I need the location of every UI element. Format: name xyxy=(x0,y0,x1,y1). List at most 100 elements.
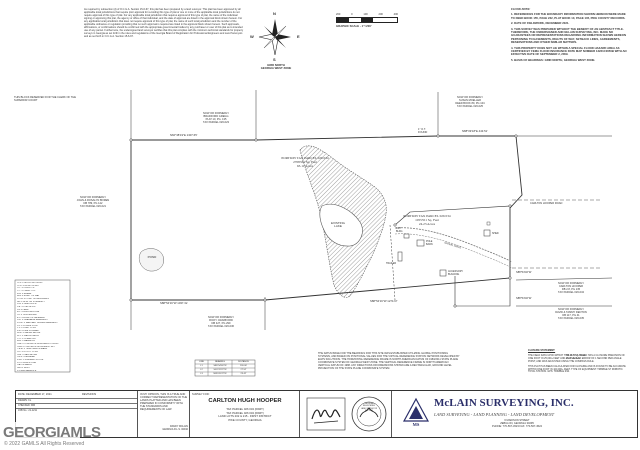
bearing-top-1: N60°38'19"E 1307.65' xyxy=(170,133,198,137)
legend-box xyxy=(14,279,71,373)
table-row: L1 S88°54'46"W 130.00' xyxy=(195,364,255,368)
bearing-mid-1: S88°54'46"W xyxy=(516,271,532,274)
scale-tick-3: 200 xyxy=(378,13,383,16)
table-cell: 130.00' xyxy=(239,365,248,367)
legend-item: C/L = CENTERLINE xyxy=(17,313,37,316)
label-shed: SHED xyxy=(492,232,499,235)
title-block-certification: IN MY OPINION, THIS IS A TRUE AND CORREC… xyxy=(138,391,190,437)
note-4: 4. THIS PROPERTY DOES NOT LIE WITHIN A S… xyxy=(511,45,627,57)
south-letter: S xyxy=(273,57,276,62)
closure-statement: CLOSURE STATEMENT: THE FIELD DATA UPON W… xyxy=(528,349,628,374)
label-accessory-building: ACCESSORY BUILDING xyxy=(448,270,463,277)
owner-east-1: NOW OR FORMERLY CARLTON HOOPER DB 2.8, P… xyxy=(558,282,584,295)
closure-text: THE FIELD DATA UPON WHICH THIS PLAT IS B… xyxy=(528,353,625,363)
firm-services: LAND SURVEYING - LAND PLANNING - LAND DE… xyxy=(434,412,555,417)
parcel-third-label: 96117 Sq. Feet 2.21 Acres xyxy=(566,353,586,361)
legend-item: D.B. = DEED BOOK xyxy=(17,303,37,306)
legend-item: C.T. = CRIMP TOP xyxy=(17,289,36,292)
legend-item: N/F = NOW OR FORMERLY xyxy=(17,300,45,303)
table-cell: 27.52' xyxy=(240,369,247,371)
drawn-by: DRAWN: KL xyxy=(18,399,32,402)
legend-item: DROP INLET xyxy=(17,367,31,369)
title-block-client: SURVEY FOR: CARLTON HUGH HOOPER TAX PARC… xyxy=(190,391,300,437)
title-block: DATE: DECEMBER 17, 2021 REVISIONS DRAWN:… xyxy=(15,390,638,438)
line-table-col-distance: DISTANCE xyxy=(238,361,249,363)
georgia-mls-watermark: GEORGIAMLS © 2022 GAMLS All Rights Reser… xyxy=(0,422,101,450)
scale-label: GRAPHIC SCALE - 1"=200' xyxy=(336,24,372,28)
client-parcels: TAX PARCEL 026 034 (PART) TAX PARCEL 026… xyxy=(218,407,272,422)
table-cell: S88°54'46"W xyxy=(213,365,227,367)
legend-item: CMF = CONCRETE MONUMENT FOUND xyxy=(17,343,59,346)
parcel-second-label: PORTION TAX PARCEL 026 034 1055551 Sq. F… xyxy=(403,214,451,226)
table-cell: L2 xyxy=(200,369,203,371)
east-parcel-boundary xyxy=(454,276,511,307)
table-row: L3 N89°05'22"W 23.42' xyxy=(195,372,255,376)
datum-statement: THE DATUM BASE FOR THE BEARINGS FOR THIS… xyxy=(318,352,460,370)
legend-item: U.P. = UTILITY POLE xyxy=(17,351,39,354)
line-table-header: LINE BEARING DISTANCE xyxy=(195,360,255,364)
lake-label: EXISTING LAKE xyxy=(330,221,345,229)
firm-address: 6 MADISON STREET ZEBULON, GEORGIA 30295 … xyxy=(491,419,543,429)
firm-logo-icon: MS xyxy=(402,397,430,427)
title-block-seals: GEORGIA REGISTERED LAND SURVEYOR No. 291… xyxy=(300,391,392,437)
checked-by: CHECKED: MM xyxy=(18,404,36,407)
clerk-block-note: THIS BLOCK RESERVED FOR THE CLERK OF THE… xyxy=(14,96,76,103)
surveyor-name: RANDY MCLAIN GEORGIA R.L.S. #2910 xyxy=(162,425,188,432)
road-label: CARLTON HOOPER ROAD xyxy=(530,202,563,205)
legend-item: T.B.M. = TEMP. BENCH MARK xyxy=(17,348,48,351)
scale-tick-1: 0 xyxy=(351,13,353,16)
bearing-bottom-1: S88°54'16"W 1037.32 xyxy=(160,301,188,305)
scale-tick-4: 400 xyxy=(393,13,398,16)
legend-item: W.V. = WATER VALVE xyxy=(17,335,39,338)
parcel-main-label: PORTION TAX PARCEL 026 034 2708335 Sq. F… xyxy=(281,156,329,168)
legend-item: CMS = CONCRETE MONUMENT SET xyxy=(17,345,55,348)
title-block-revisions: DATE: DECEMBER 17, 2021 REVISIONS DRAWN:… xyxy=(16,391,138,437)
table-cell: S03°31'22"W xyxy=(213,369,227,371)
scale-tick-0: 200 xyxy=(336,13,341,16)
legend-item: S.S.E. = SANITARY SEWER EASEMENT xyxy=(17,321,58,324)
bearing-mid-2: S88°54'46"W xyxy=(516,297,532,300)
owner-northeast: NOW OR FORMERLY SUSAN MOELLER DEED BOOK … xyxy=(455,96,485,109)
bearing-top-2: N88°09'18"E 443.51' xyxy=(462,129,488,133)
pond-label: POND xyxy=(147,255,157,259)
west-letter: W xyxy=(250,34,254,39)
legend-item: I.P.F. = IRON PIN FOUND xyxy=(17,282,43,284)
firm-name: McLAIN SURVEYING, INC. xyxy=(434,397,574,409)
legend-item: P.O.B. = POINT OF BEGINNING xyxy=(17,297,49,300)
surveyor-seal-icon xyxy=(351,396,387,432)
table-cell: L1 xyxy=(200,365,203,367)
bearing-bottom-2: S88°54'16"W 1274.67 xyxy=(370,299,398,303)
legend-item: W.M. = WATER METER xyxy=(17,332,41,335)
note-1: 1. REFERENCES FOR THE BOUNDARY INFORMATI… xyxy=(511,12,626,20)
line-table-col-bearing: BEARING xyxy=(215,361,225,363)
pole-barn xyxy=(416,239,425,247)
gravel-drive xyxy=(394,227,513,263)
plat-date: DATE: DECEMBER 17, 2021 xyxy=(18,393,52,396)
watermark-copyright: © 2022 GAMLS All Rights Reserved xyxy=(4,441,85,447)
legend-item: OH = OVERHEAD xyxy=(17,356,36,359)
trailer xyxy=(397,251,403,262)
legend-item: F.H. = FIRE HYDRANT xyxy=(17,329,40,332)
north-letter: N xyxy=(273,11,276,16)
parcel-division-line xyxy=(394,205,511,226)
note-3: 3. THIS SURVEY WAS PREPARED WITHOUT THE … xyxy=(511,26,626,45)
note-2: 2. DATE OF FIELDWORK, DECEMBER 2021. xyxy=(511,21,570,26)
label-pole-barn: POLE BARN xyxy=(426,240,433,247)
legend-item: P.B. = PLAT BOOK xyxy=(17,305,36,308)
revisions-label: REVISIONS xyxy=(82,393,97,396)
legend-item: R.B. = REBAR xyxy=(17,292,32,295)
notes-block: FLOOD NOTE: 1. REFERENCES FOR THE BOUNDA… xyxy=(511,7,629,62)
main-boundary-line xyxy=(130,135,523,301)
table-row: L2 S03°31'22"W 27.52' xyxy=(195,368,255,372)
legend-item: C.O. = CLEAN OUT xyxy=(17,337,37,340)
client-name: CARLTON HUGH HOOPER xyxy=(208,398,282,404)
legend-item: F.F.E. = FINISHED FLOOR xyxy=(17,359,44,362)
closure-title: CLOSURE STATEMENT: xyxy=(528,349,556,352)
signature-icon xyxy=(306,397,346,431)
legend-item: B.L. = BUILDING LINE xyxy=(17,311,40,314)
note-5: 5. BASIS OF BEARINGS: GRID NORTH, GEORGI… xyxy=(511,57,596,62)
legend-item: P.P. = POWER POLE xyxy=(17,324,38,327)
table-cell: N89°05'22"W xyxy=(213,373,227,375)
legend-item: D.E. = DRAINAGE EASEMENT xyxy=(17,319,48,322)
